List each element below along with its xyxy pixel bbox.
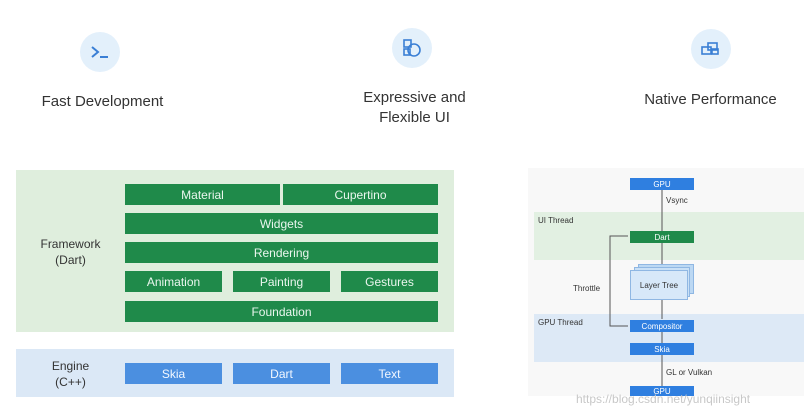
feature-title-line: Expressive and <box>363 89 466 106</box>
framework-label-line: Framework <box>40 237 101 251</box>
layer-tree-stack: Layer Tree <box>630 264 694 300</box>
feature-title-line: Fast Development <box>41 93 164 110</box>
layer-tree-card: Layer Tree <box>630 270 688 300</box>
native-performance-icon-circle <box>691 29 731 69</box>
throttle-connector <box>609 235 628 327</box>
engine-label-line: Engine <box>51 359 90 373</box>
engine-label-line: (C++) <box>55 375 86 389</box>
cupertino-layer: Cupertino <box>283 184 438 205</box>
engine-label: Engine (C++) <box>28 358 113 390</box>
expressive-ui-icon-circle <box>392 28 432 68</box>
gestures-layer: Gestures <box>341 271 438 292</box>
native-performance-title: Native Performance <box>628 90 793 110</box>
painting-layer: Painting <box>233 271 330 292</box>
framework-label: Framework (Dart) <box>28 236 113 268</box>
throttle-label: Throttle <box>573 284 601 293</box>
gpu-thread-label: GPU Thread <box>538 318 583 327</box>
layers-icon <box>701 42 719 55</box>
dart-thread-box: Dart <box>630 231 694 243</box>
terminal-prompt-icon <box>91 46 108 58</box>
feature-title-line: Flexible UI <box>379 109 450 126</box>
text-layer: Text <box>341 363 438 384</box>
fast-development-icon-circle <box>80 32 120 72</box>
animation-layer: Animation <box>125 271 222 292</box>
feature-title-line: Native Performance <box>644 91 777 108</box>
framework-label-line: (Dart) <box>55 253 86 267</box>
shapes-icon <box>403 39 421 57</box>
gl-vulkan-label: GL or Vulkan <box>666 368 713 377</box>
gpu-bottom-box: GPU <box>630 386 694 396</box>
foundation-layer: Foundation <box>125 301 438 322</box>
fast-development-title: Fast Development <box>20 92 185 112</box>
vsync-label: Vsync <box>666 196 688 205</box>
gpu-top-box: GPU <box>630 178 694 190</box>
dart-layer: Dart <box>233 363 330 384</box>
skia-layer: Skia <box>125 363 222 384</box>
compositor-box: Compositor <box>630 320 694 332</box>
widgets-layer: Widgets <box>125 213 438 234</box>
watermark-text: https://blog.csdn.net/yunqiinsight <box>576 392 751 406</box>
expressive-ui-title: Expressive and Flexible UI <box>332 88 497 128</box>
skia-thread-box: Skia <box>630 343 694 355</box>
ui-thread-label: UI Thread <box>538 216 574 225</box>
material-layer: Material <box>125 184 280 205</box>
rendering-layer: Rendering <box>125 242 438 263</box>
